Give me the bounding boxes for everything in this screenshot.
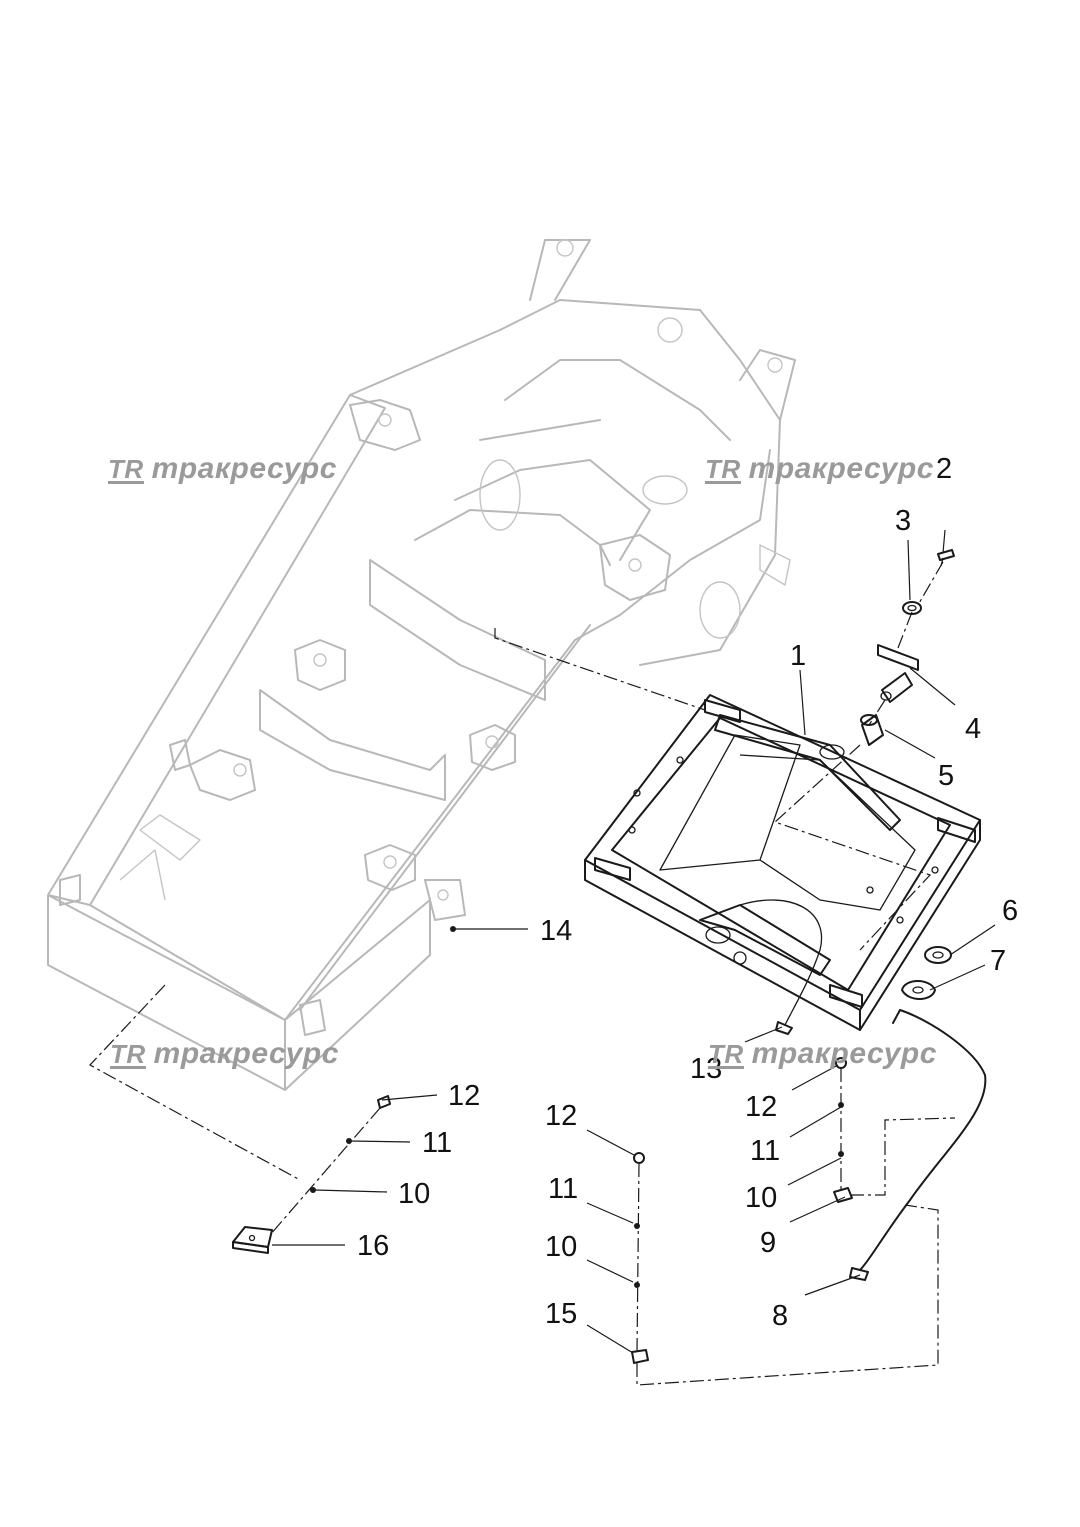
callout-9: 9	[760, 1227, 776, 1259]
pivot-stack	[860, 549, 955, 1000]
leader-lines	[272, 529, 996, 1354]
callout-7: 7	[990, 945, 1006, 977]
watermark-text: тракресурс	[151, 452, 337, 485]
callout-labels: 2 3 1 4 5 6 7 14 13 12 11 10 9 8 12 11 1…	[357, 453, 1018, 1332]
callout-15: 15	[545, 1298, 577, 1330]
watermark-logo: TR	[708, 1039, 744, 1069]
callout-12-left: 12	[448, 1080, 480, 1112]
assembly-lines	[89, 561, 956, 1386]
callout-5: 5	[938, 760, 954, 792]
callout-10-mid: 10	[545, 1231, 577, 1263]
callout-11-right: 11	[750, 1135, 780, 1167]
callout-11-mid: 11	[548, 1173, 578, 1205]
watermark-text: тракресурс	[748, 452, 934, 485]
callout-14: 14	[540, 915, 572, 947]
watermark-logo: TR	[108, 454, 144, 484]
callout-11-left: 11	[422, 1127, 452, 1159]
callout-1: 1	[790, 640, 806, 672]
callout-8: 8	[772, 1300, 788, 1332]
watermark-logo: TR	[110, 1039, 146, 1069]
callout-3: 3	[895, 505, 911, 537]
callout-12-mid: 12	[545, 1100, 577, 1132]
chassis-frame	[47, 239, 796, 1091]
callout-12-right: 12	[745, 1091, 777, 1123]
callout-13: 13	[690, 1053, 722, 1085]
watermark-text: тракресурс	[153, 1037, 339, 1070]
callout-2: 2	[936, 453, 952, 485]
callout-16: 16	[357, 1230, 389, 1262]
watermark-text: тракресурс	[751, 1037, 937, 1070]
callout-6: 6	[1002, 895, 1018, 927]
watermark-logo: TR	[705, 454, 741, 484]
callout-4: 4	[965, 713, 981, 745]
seat-frame	[584, 694, 981, 1035]
callout-10-left: 10	[398, 1178, 430, 1210]
callout-10-right: 10	[745, 1182, 777, 1214]
ground-cable	[833, 1009, 987, 1281]
